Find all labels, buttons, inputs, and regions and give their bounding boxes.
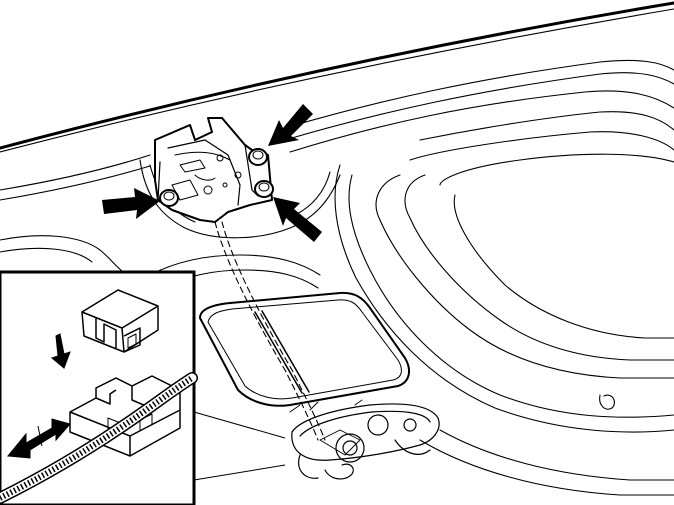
- bracket-bolt-left: [159, 189, 179, 207]
- lock-mechanism: [289, 399, 440, 480]
- slide-left-arrow: [7, 418, 71, 459]
- bracket-bolt-lower-right: [254, 180, 274, 198]
- arrow-upper-right-bolt: [268, 104, 313, 146]
- release-cable: [0, 372, 198, 504]
- cable-clip-detail: [0, 270, 286, 505]
- latch-bracket: [154, 117, 273, 223]
- arrow-left-bolt: [102, 188, 160, 219]
- arrow-lower-right-bolt: [273, 197, 322, 242]
- bracket-bolt-upper-right: [248, 148, 268, 166]
- press-down-arrow: [50, 333, 71, 369]
- window-opening: [199, 291, 411, 407]
